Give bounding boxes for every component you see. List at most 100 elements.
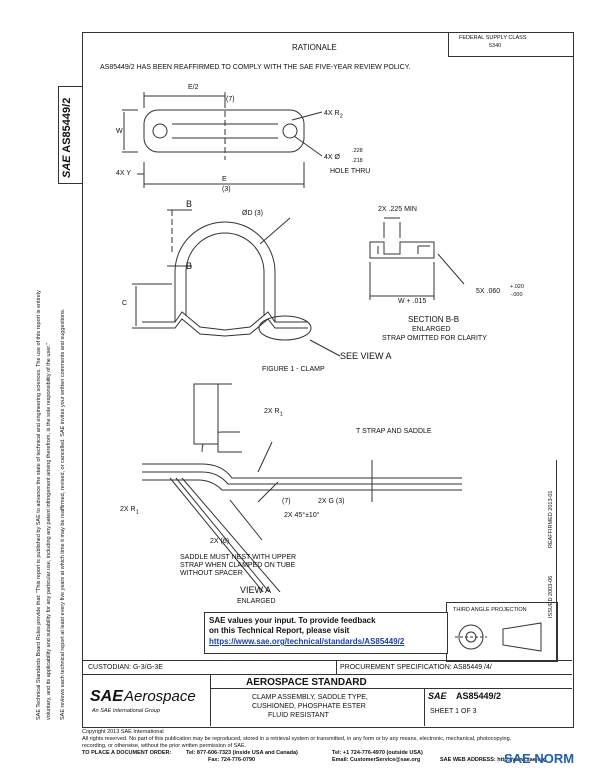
label-radius-r2: 4X R2 [324,110,343,120]
doc-number-box [58,86,83,184]
feedback-link[interactable]: https://www.sae.org/technical/standards/… [209,637,405,646]
footer-copyright: Copyright 2013 SAE International [82,729,164,735]
clamp-loop-outer [174,221,276,284]
feedback-line1: SAE values your input. To provide feedba… [209,616,376,625]
third-angle-label: THIRD ANGLE PROJECTION [453,607,527,613]
fsc-value: 5340 [489,43,502,49]
section-bb-title: SECTION B-B [408,315,460,324]
label-w: W [116,128,123,135]
section-bb-tol-top: +.020 [510,284,524,290]
view-a-angle: 2X 45°±10° [284,512,320,519]
label-od: ØD (3) [242,210,263,217]
view-a-title: VIEW A [240,585,272,595]
title-block-mid [210,688,572,689]
section-bb-tol-bot: -.000 [510,292,523,298]
view-a-note-3: WITHOUT SPACER [180,570,243,577]
figure1-drawing [122,92,465,592]
section-bb-thickness: 5X .060 [476,288,501,295]
aerospace-standard-title: AEROSPACE STANDARD [246,677,367,688]
logo-sub: An SAE International Group [92,708,160,714]
view-a-note-6: 2X (6) [210,538,230,545]
footer-rights-2: recording, or otherwise, without the pri… [82,743,247,749]
label-hole-dia-top: .228 [352,148,363,154]
see-view-a-label: SEE VIEW A [340,351,392,361]
view-a-strap-thickness: T STRAP AND SADDLE [356,428,432,435]
feedback-box: SAE values your input. To provide feedba… [204,612,448,654]
part-desc-3: FLUID RESISTANT [268,712,329,719]
label-hole-dia-bot: .218 [352,158,363,164]
section-bb-sub2: STRAP OMITTED FOR CLARITY [382,335,487,342]
view-a-r1-top-text: 2X R [264,408,280,415]
label-r2-text: 4X R [324,110,340,117]
view-a-subtitle: ENLARGED [237,598,276,605]
view-a-note-1: SADDLE MUST NEST WITH UPPER [180,554,297,561]
footer-rights-1: All rights reserved. No part of this pub… [82,736,512,742]
figure1-caption: FIGURE 1 - CLAMP [262,366,325,373]
reaffirmed-date: REAFFIRMED 2013-01 [548,490,554,548]
rationale-heading: RATIONALE [292,43,337,52]
doc-number-vertical: SAE AS85449/2 [61,98,73,178]
feedback-line2: on this Technical Report, please visit [209,626,350,635]
margin-rules-text-3: SAE reviews each technical report at lea… [60,308,66,720]
title-doc-number: AS85449/2 [456,691,502,701]
federal-supply-box: FEDERAL SUPPLY CLASS 5340 [448,32,573,57]
sheet-number: SHEET 1 OF 3 [430,708,477,715]
footer-email: Email: CustomerService@sae.org [332,757,421,763]
view-a-r1-left-sub: 1 [135,509,139,516]
view-a-g: 2X G (3) [318,498,345,505]
label-hole-thru: HOLE THRU [330,168,371,175]
view-a-callout-circle [258,315,312,341]
mounting-hole-right [282,123,298,139]
revision-divider [556,460,557,660]
title-block-top [82,674,572,675]
label-e-half: E/2 [188,84,199,91]
view-a-r1-left-text: 2X R [120,506,136,513]
title-block-div2 [424,688,425,726]
label-c: C [122,300,128,307]
view-a-note-2: STRAP WHEN CLAMPED ON TUBE [180,562,296,569]
label-r2-sub: 2 [339,113,343,120]
third-angle-symbol [455,622,542,652]
procurement-divider [336,660,337,674]
footer-fax: Fax: 724-776-0790 [208,757,256,763]
third-angle-box: THIRD ANGLE PROJECTION [446,602,558,662]
footer-order: TO PLACE A DOCUMENT ORDER: [82,750,172,756]
title-block-div1 [210,674,211,726]
label-y: 4X Y [116,170,132,177]
margin-rules-text-2: voluntary, and its applicability and sui… [46,342,52,720]
section-bb-profile [369,241,435,259]
clamp-loop-inner [185,232,265,284]
custodian-row-top [82,660,572,661]
label-note-3: (3) [222,186,231,193]
sae-mark: SAE [61,155,73,178]
logo-aerospace: Aerospace [124,688,196,705]
section-bb-min: 2X .225 MIN [378,206,417,213]
clamp-top-view-outline [143,109,305,153]
watermark-sae-norm: SAE NORM [504,751,575,766]
footer-tel-2: Tel: +1 724-776-4970 (outside USA) [332,750,423,756]
label-e: E [222,176,227,183]
margin-rules-text-1: SAE Technical Standards Board Rules prov… [36,290,42,720]
label-note-7-top: (7) [226,96,235,103]
custodian: CUSTODIAN: G-3/G-3E [88,664,163,671]
doc-number-text: AS85449/2 [61,97,73,153]
logo-sae: SAE [90,688,123,705]
label-hole-dia: 4X Ø [324,154,340,161]
rationale-text: AS85449/2 HAS BEEN REAFFIRMED TO COMPLY … [100,64,411,71]
view-a-r1-left: 2X R1 [120,506,139,516]
footer-tel-1: Tel: 877-606-7323 (inside USA and Canada… [186,750,298,756]
drawing-frame [82,32,574,728]
mounting-hole-left [152,123,168,139]
part-desc-1: CLAMP ASSEMBLY, SADDLE TYPE, [252,694,368,701]
label-section-b-mid: B [186,261,193,271]
footer-web: SAE WEB ADDRESS: http://www.sae.org [440,757,547,763]
view-a-r1-top: 2X R1 [264,408,283,418]
procurement-spec: PROCUREMENT SPECIFICATION: AS85449 /4/ [340,664,492,671]
part-desc-2: CUSHIONED, PHOSPHATE ESTER [252,703,366,710]
fsc-label: FEDERAL SUPPLY CLASS [459,35,527,41]
label-section-b-top: B [186,199,193,209]
section-bb-w: W + .015 [398,298,427,305]
title-sae-mark: SAE [428,691,447,701]
view-a-note-7: (7) [282,498,291,505]
section-bb-sub1: ENLARGED [412,326,451,333]
